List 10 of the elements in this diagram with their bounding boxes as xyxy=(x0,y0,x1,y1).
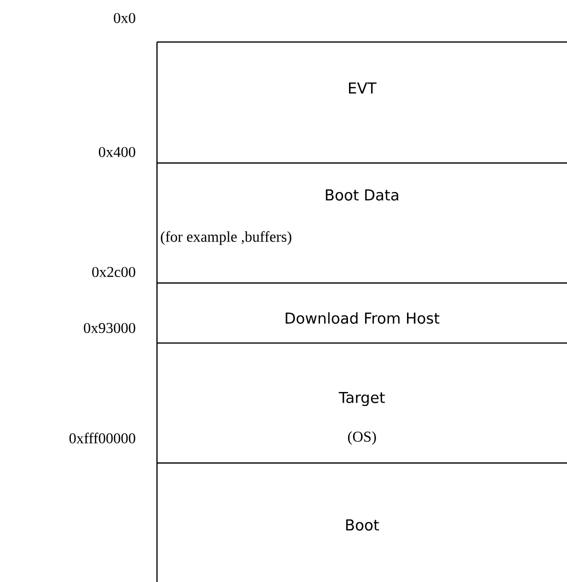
memory-region: EVT xyxy=(156,41,567,164)
memory-region: Boot xyxy=(156,462,567,582)
address-label: 0x400 xyxy=(98,146,136,158)
memory-region: Target (OS) xyxy=(156,342,567,464)
memory-region: Boot Data (for example ,buffers) xyxy=(156,162,567,284)
address-label: 0x0 xyxy=(114,12,136,24)
memory-region: Download From Host xyxy=(156,282,567,344)
address-label: 0x93000 xyxy=(84,322,136,334)
address-label: 0x2c00 xyxy=(92,266,136,278)
address-label: 0xfff00000 xyxy=(69,432,136,444)
